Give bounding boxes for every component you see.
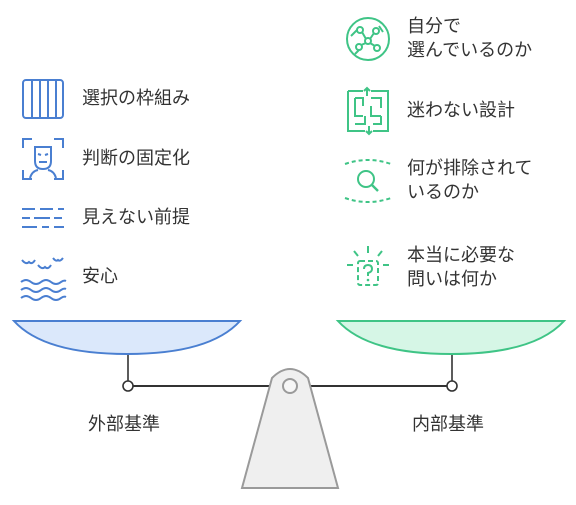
right-caption: 内部基準 xyxy=(412,414,484,435)
vertical-bars-frame-icon xyxy=(22,79,64,119)
birds-over-waves-icon xyxy=(20,257,67,301)
magnifier-icon xyxy=(344,159,392,203)
network-circle-icon xyxy=(346,17,390,61)
left-item-label: 安心 xyxy=(82,266,118,287)
right-item-no-doubt-design: 迷わない設計 xyxy=(343,86,515,136)
right-pan-joint xyxy=(446,380,458,392)
right-item-excluded: 何が排除されて いるのか xyxy=(343,156,532,206)
left-item-framework: 選択の枠組み xyxy=(18,74,190,124)
right-item-label: 自分で 選んでいるのか xyxy=(407,16,533,61)
scale-base xyxy=(240,368,340,489)
left-item-reassurance: 安心 xyxy=(18,252,118,302)
right-item-self-choice: 自分で 選んでいるのか xyxy=(343,14,532,64)
right-pan xyxy=(335,320,567,356)
right-item-label: 迷わない設計 xyxy=(407,100,515,121)
right-item-essential-question: 本当に必要な 問いは何か xyxy=(343,243,515,293)
left-item-hidden-premise: 見えない前提 xyxy=(18,193,190,243)
left-caption: 外部基準 xyxy=(88,414,160,435)
maze-icon xyxy=(347,86,389,136)
scale-pivot xyxy=(282,378,298,394)
question-card-icon xyxy=(347,246,389,286)
left-pan xyxy=(11,320,243,356)
left-item-fixed-judgment: 判断の固定化 xyxy=(18,134,190,184)
dashed-lines-icon xyxy=(22,208,64,228)
right-item-label: 何が排除されて いるのか xyxy=(407,158,533,203)
face-in-frame-icon xyxy=(22,138,64,180)
left-pan-joint xyxy=(122,380,134,392)
left-item-label: 選択の枠組み xyxy=(82,88,190,109)
left-item-label: 判断の固定化 xyxy=(82,148,190,169)
left-item-label: 見えない前提 xyxy=(82,207,190,228)
right-item-label: 本当に必要な 問いは何か xyxy=(407,245,515,290)
